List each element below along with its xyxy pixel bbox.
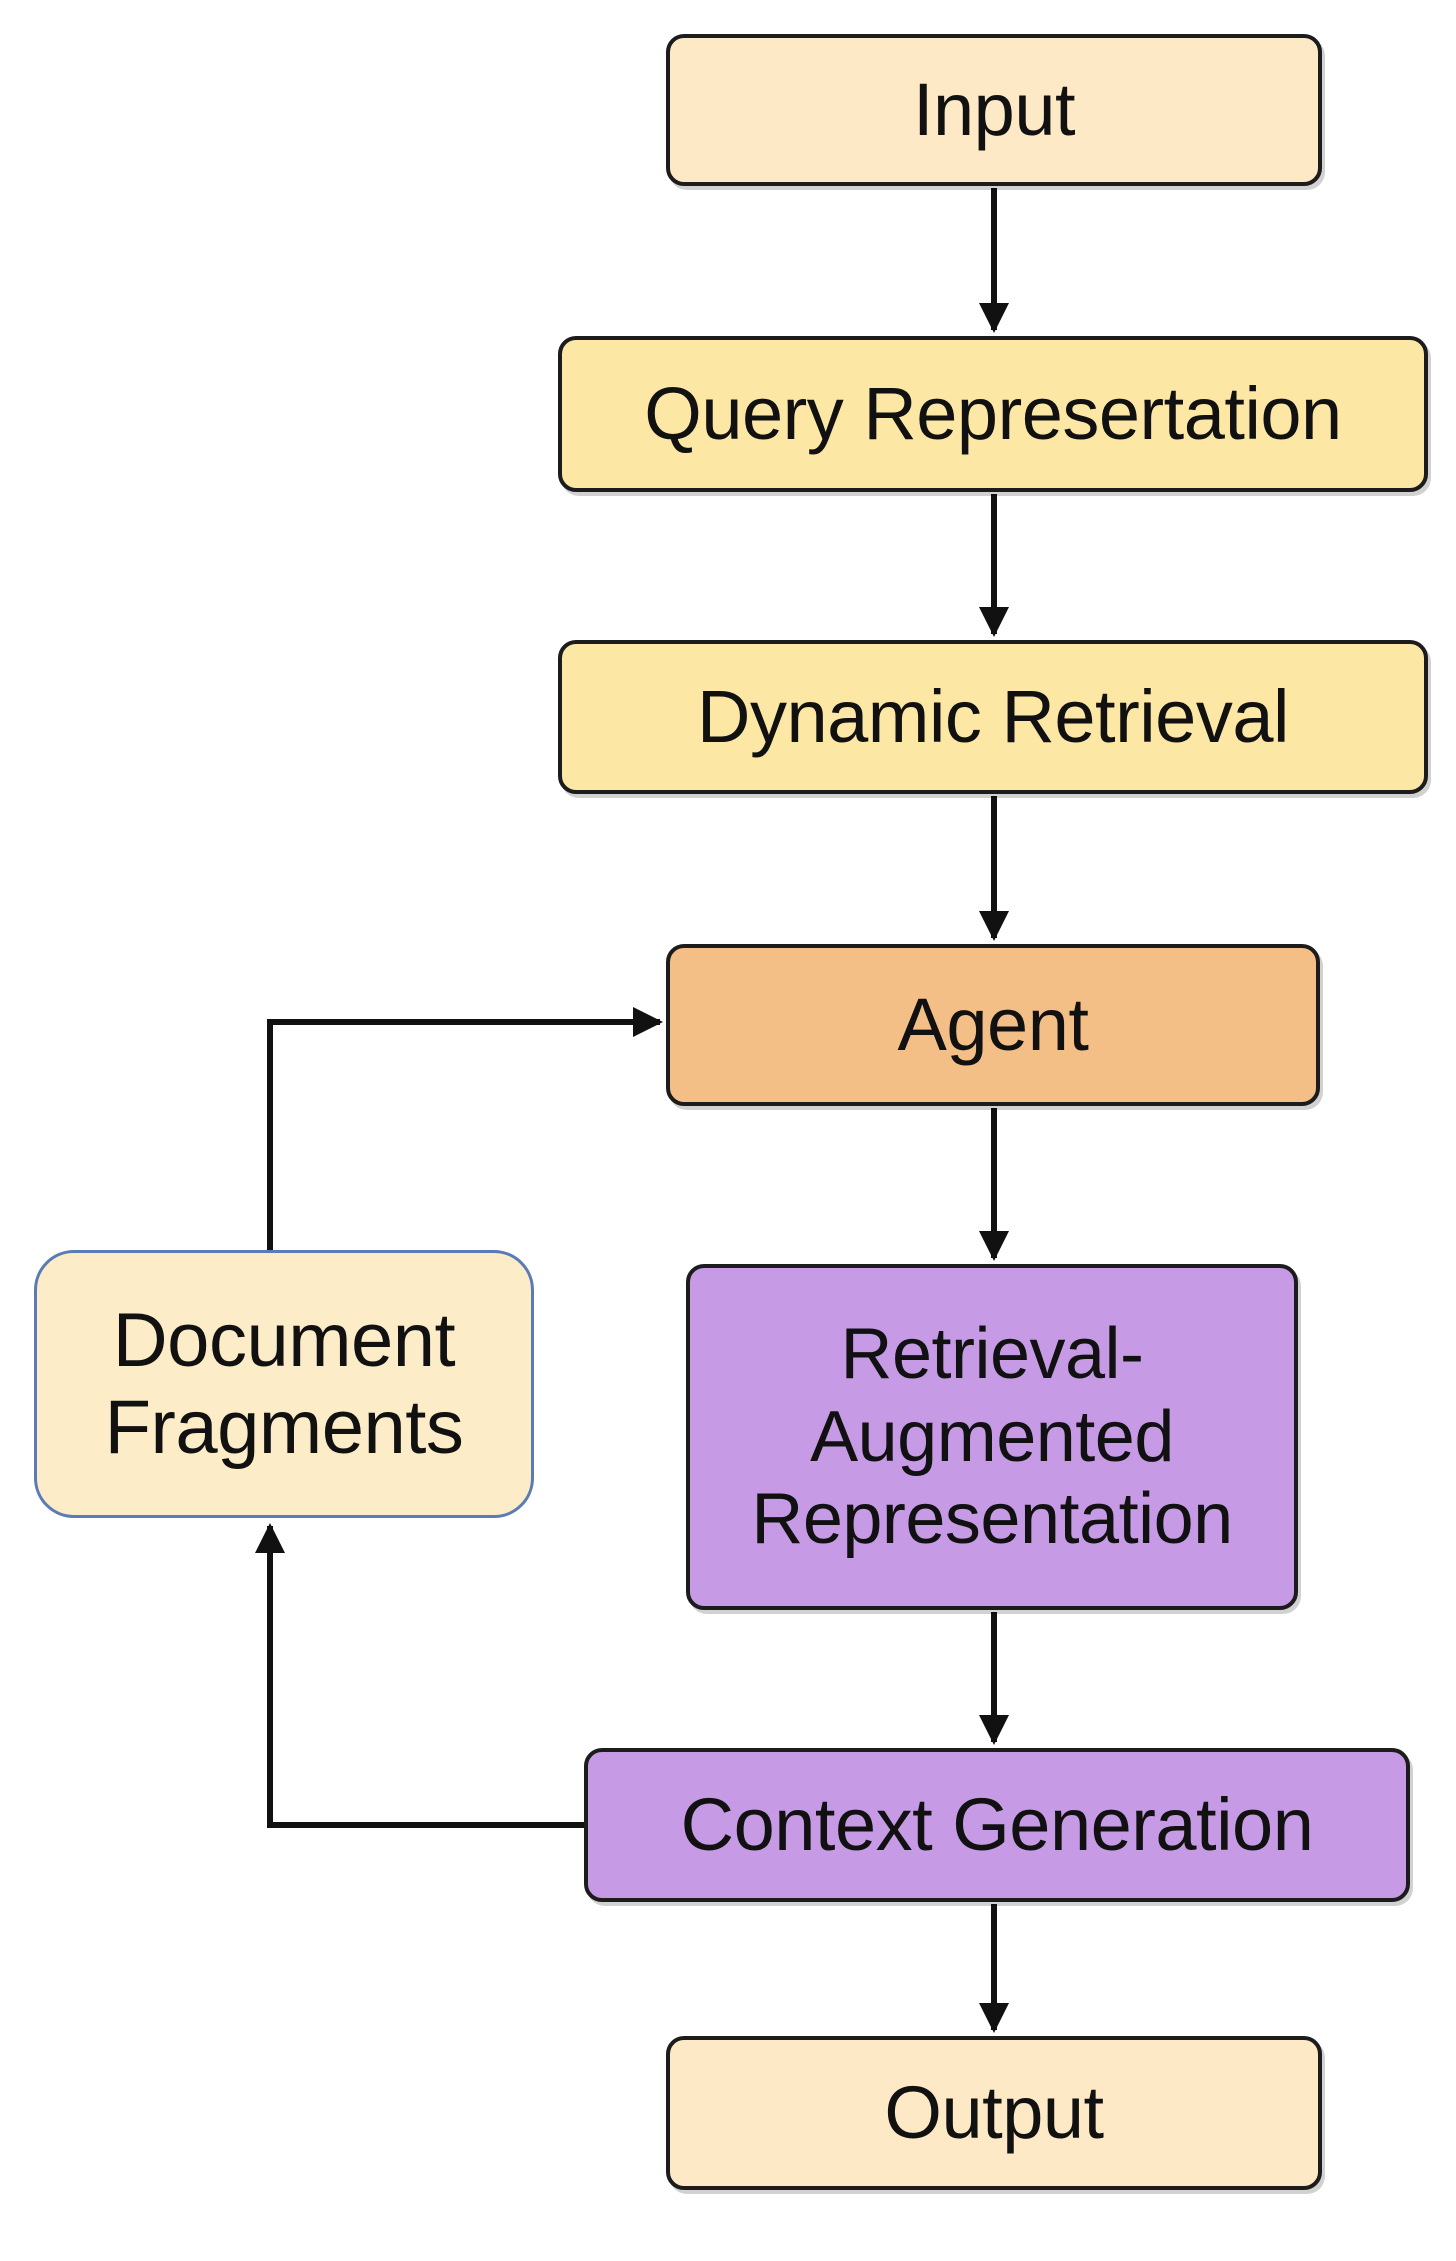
agent-label: Agent	[897, 983, 1089, 1067]
rar-label-line-1: Retrieval-	[840, 1313, 1144, 1394]
document-fragments-node: Document Fragments	[34, 1250, 534, 1518]
context-generation-node: Context Generation	[584, 1748, 1410, 1902]
input-node: Input	[666, 34, 1322, 186]
retrieval-augmented-representation-node: Retrieval- Augmented Representation	[686, 1264, 1298, 1610]
output-node: Output	[666, 2036, 1322, 2190]
query-representation-node: Query Represertation	[558, 336, 1428, 492]
agent-node: Agent	[666, 944, 1320, 1106]
output-label: Output	[884, 2071, 1104, 2155]
input-label: Input	[912, 68, 1076, 152]
document-fragments-line-2: Fragments	[104, 1385, 464, 1470]
dynamic-retrieval-label: Dynamic Retrieval	[697, 675, 1289, 759]
query-representation-label: Query Represertation	[644, 372, 1342, 456]
edge-docfrag-to-agent	[267, 1007, 663, 1250]
rar-label-line-2: Augmented	[810, 1396, 1174, 1477]
context-generation-label: Context Generation	[680, 1783, 1314, 1867]
rar-label-line-3: Representation	[751, 1479, 1233, 1560]
document-fragments-line-1: Document	[112, 1297, 456, 1383]
dynamic-retrieval-node: Dynamic Retrieval	[558, 640, 1428, 794]
edge-context-to-docfrag	[255, 1523, 584, 1828]
